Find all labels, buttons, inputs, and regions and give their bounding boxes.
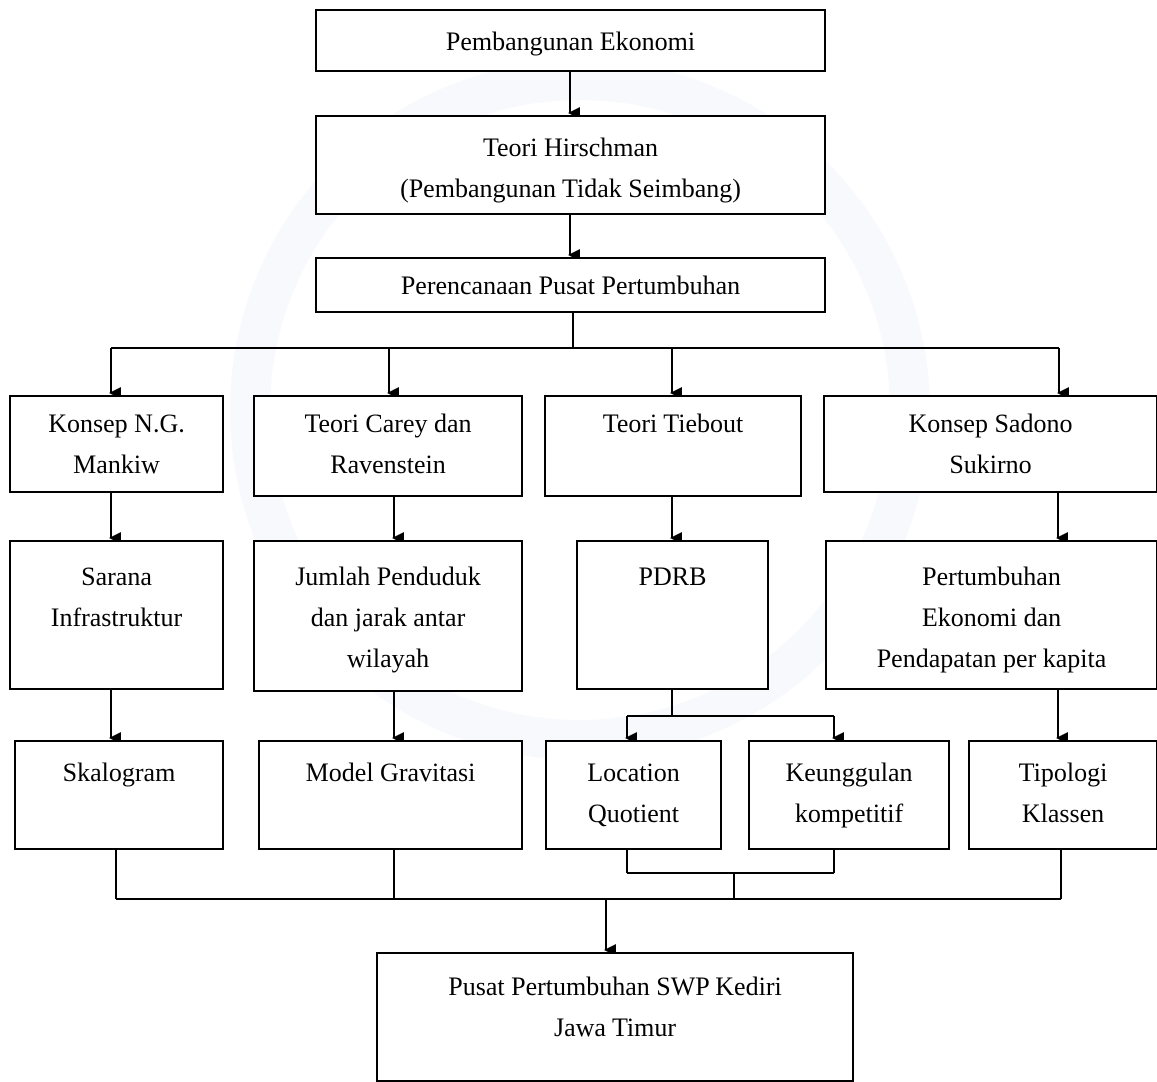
node-model-gravitasi: Model Gravitasi (258, 740, 523, 850)
node-tipologi-klassen: Tipologi Klassen (968, 740, 1157, 850)
node-keunggulan-kompetitif: Keunggulan kompetitif (748, 740, 950, 850)
node-teori-carey: Teori Carey dan Ravenstein (253, 395, 523, 497)
node-skalogram: Skalogram (14, 740, 224, 850)
node-konsep-sadono: Konsep Sadono Sukirno (823, 395, 1157, 493)
node-teori-hirschman: Teori Hirschman (Pembangunan Tidak Seimb… (315, 115, 826, 215)
node-pertumbuhan-ekonomi: Pertumbuhan Ekonomi dan Pendapatan per k… (825, 540, 1157, 690)
node-pembangunan-ekonomi: Pembangunan Ekonomi (315, 9, 826, 72)
node-location-quotient: Location Quotient (545, 740, 722, 850)
node-perencanaan-pusat: Perencanaan Pusat Pertumbuhan (315, 257, 826, 313)
node-pdrb: PDRB (576, 540, 769, 690)
node-sarana-infrastruktur: Sarana Infrastruktur (9, 540, 224, 690)
node-jumlah-penduduk: Jumlah Penduduk dan jarak antar wilayah (253, 540, 523, 692)
node-pusat-pertumbuhan-swp: Pusat Pertumbuhan SWP Kediri Jawa Timur (376, 952, 854, 1082)
node-teori-tiebout: Teori Tiebout (544, 395, 802, 497)
node-konsep-mankiw: Konsep N.G. Mankiw (9, 395, 224, 493)
